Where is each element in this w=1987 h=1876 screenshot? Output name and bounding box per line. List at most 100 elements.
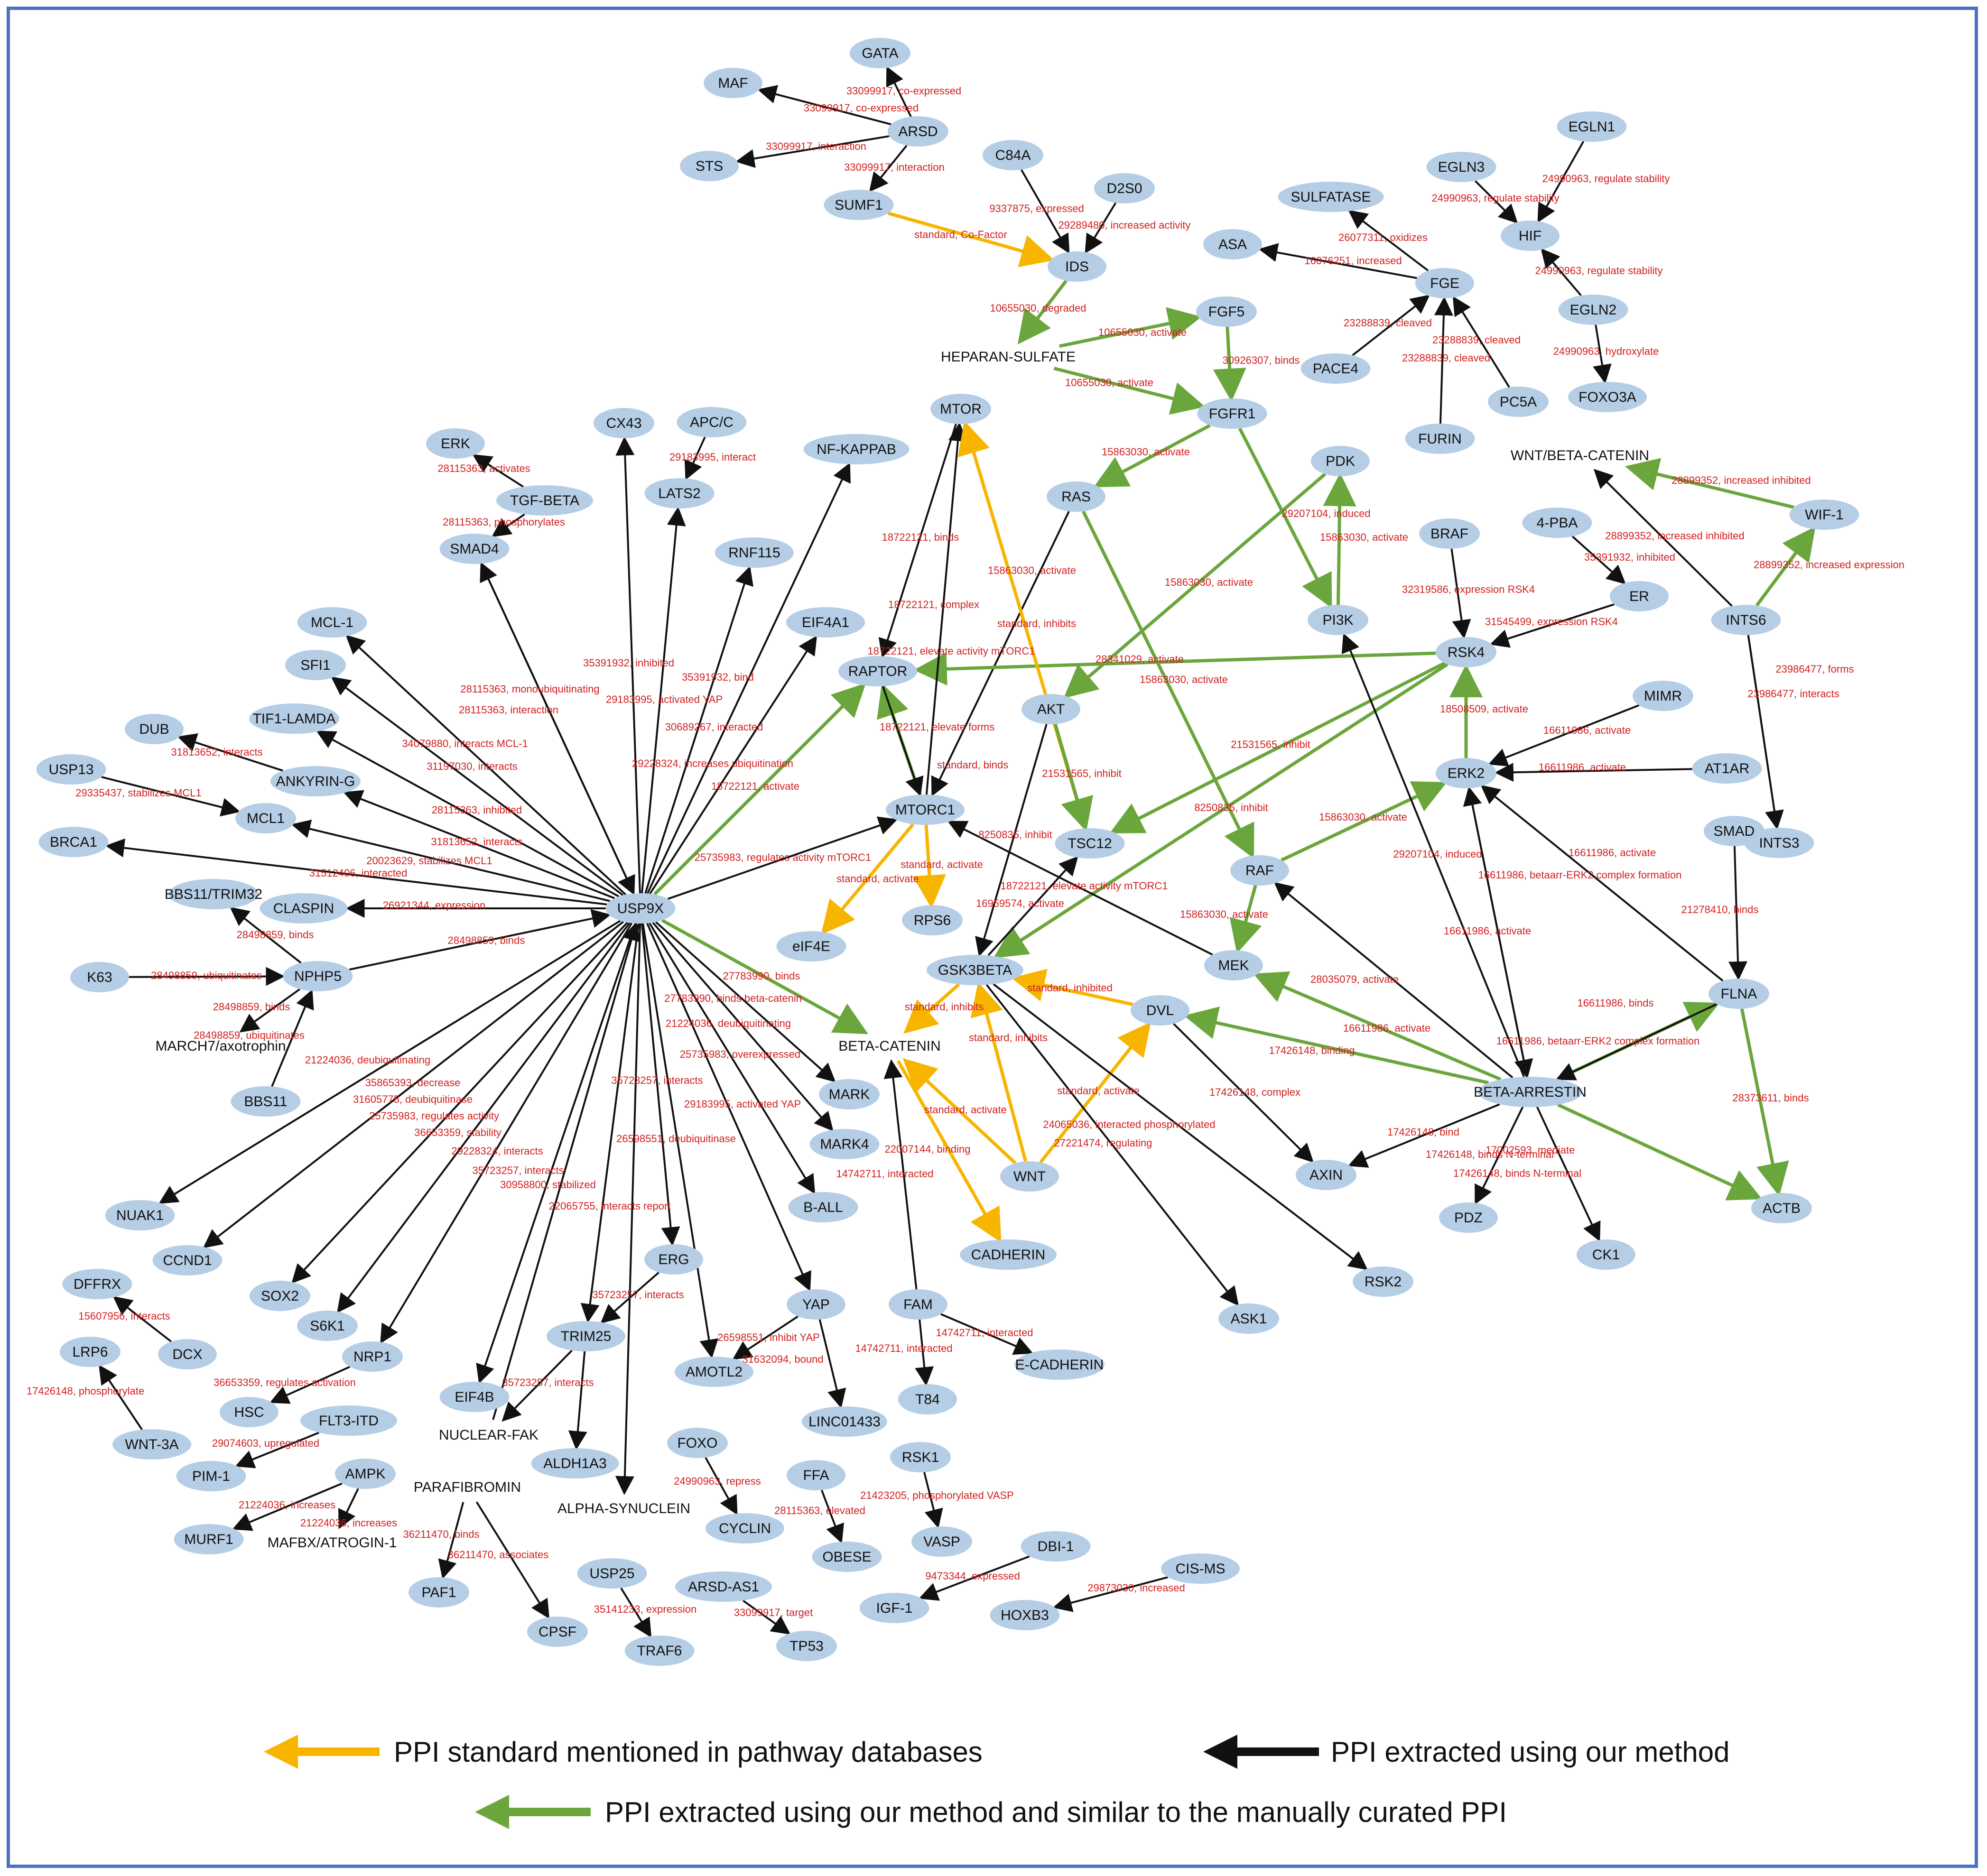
node-smad4[interactable]: SMAD4 (439, 534, 510, 564)
node-t84[interactable]: T84 (898, 1384, 957, 1414)
node-at1ar[interactable]: AT1AR (1692, 753, 1762, 784)
node-march7[interactable]: MARCH7/axotrophin (155, 1038, 286, 1054)
node-fgf5[interactable]: FGF5 (1196, 296, 1257, 327)
node-linc[interactable]: LINC01433 (802, 1406, 887, 1437)
node-cyclin[interactable]: CYCLIN (706, 1513, 784, 1543)
node-aldh1a3[interactable]: ALDH1A3 (531, 1448, 619, 1479)
node-mafbx[interactable]: MAFBX/ATROGIN-1 (268, 1535, 397, 1551)
node-obese[interactable]: OBESE (812, 1542, 882, 1572)
node-bbs11t[interactable]: BBS11/TRIM32 (165, 879, 262, 909)
node-sox2[interactable]: SOX2 (250, 1281, 310, 1311)
node-rsk2[interactable]: RSK2 (1353, 1266, 1413, 1297)
node-flna[interactable]: FLNA (1708, 979, 1769, 1009)
node-cadherin[interactable]: CADHERIN (960, 1239, 1057, 1270)
node-dbi1[interactable]: DBI-1 (1021, 1531, 1091, 1562)
node-furin[interactable]: FURIN (1405, 424, 1475, 454)
node-mtor[interactable]: MTOR (930, 394, 991, 424)
node-axin[interactable]: AXIN (1296, 1160, 1356, 1190)
node-dcx[interactable]: DCX (158, 1339, 217, 1369)
node-ids[interactable]: IDS (1048, 251, 1106, 282)
node-erk[interactable]: ERK (426, 428, 485, 459)
node-eif4b[interactable]: EIF4B (439, 1382, 510, 1412)
node-vasp[interactable]: VASP (911, 1526, 972, 1557)
node-er[interactable]: ER (1610, 581, 1669, 611)
node-pba4[interactable]: 4-PBA (1522, 508, 1592, 538)
node-wnt3a[interactable]: WNT-3A (112, 1429, 191, 1460)
node-egln2[interactable]: EGLN2 (1558, 295, 1628, 325)
node-usp13[interactable]: USP13 (36, 754, 106, 785)
node-nfkappab[interactable]: NF-KAPPAB (803, 434, 910, 464)
node-hsc[interactable]: HSC (220, 1397, 279, 1427)
node-hoxb3[interactable]: HOXB3 (990, 1600, 1060, 1630)
node-nucfak[interactable]: NUCLEAR-FAK (439, 1427, 539, 1443)
node-smad[interactable]: SMAD (1704, 816, 1764, 846)
node-ask1[interactable]: ASK1 (1218, 1303, 1279, 1334)
node-ints6[interactable]: INTS6 (1711, 605, 1781, 635)
node-rsk1[interactable]: RSK1 (890, 1442, 951, 1472)
node-paf1[interactable]: PAF1 (409, 1577, 469, 1608)
node-rsk4[interactable]: RSK4 (1436, 637, 1496, 667)
node-hif[interactable]: HIF (1501, 221, 1560, 251)
node-pdk[interactable]: PDK (1311, 446, 1370, 476)
node-mark[interactable]: MARK (819, 1079, 880, 1109)
node-murf1[interactable]: MURF1 (174, 1524, 244, 1554)
node-mimr[interactable]: MIMR (1633, 681, 1693, 711)
node-pi3k[interactable]: PI3K (1308, 605, 1368, 635)
node-erg[interactable]: ERG (644, 1244, 703, 1275)
node-mek[interactable]: MEK (1204, 950, 1263, 980)
node-pace4[interactable]: PACE4 (1300, 353, 1371, 384)
node-sulfatase[interactable]: SULFATASE (1278, 182, 1384, 212)
node-mark4[interactable]: MARK4 (809, 1129, 880, 1159)
node-nphp5[interactable]: NPHP5 (283, 961, 353, 991)
node-k63[interactable]: K63 (70, 962, 129, 992)
node-parafib[interactable]: PARAFIBROMIN (414, 1479, 521, 1495)
node-nrp1[interactable]: NRP1 (342, 1341, 403, 1372)
node-mcl1a[interactable]: MCL-1 (297, 607, 367, 638)
node-pdz[interactable]: PDZ (1439, 1202, 1498, 1233)
node-lats2[interactable]: LATS2 (644, 478, 715, 508)
node-mcl1[interactable]: MCL1 (235, 803, 296, 833)
node-foxo3a[interactable]: FOXO3A (1568, 382, 1647, 412)
node-usp25[interactable]: USP25 (577, 1558, 647, 1589)
node-maf[interactable]: MAF (704, 68, 762, 98)
node-rps6[interactable]: RPS6 (902, 905, 963, 935)
node-igf1[interactable]: IGF-1 (859, 1593, 929, 1623)
node-heparan[interactable]: HEPARAN-SULFATE (941, 349, 1076, 365)
node-trim25[interactable]: TRIM25 (547, 1321, 625, 1351)
node-braf[interactable]: BRAF (1419, 518, 1480, 549)
node-ras[interactable]: RAS (1047, 481, 1105, 512)
node-fge[interactable]: FGE (1415, 268, 1474, 298)
node-raf[interactable]: RAF (1230, 855, 1289, 886)
node-ball[interactable]: B-ALL (788, 1192, 858, 1222)
node-ck1[interactable]: CK1 (1577, 1239, 1635, 1270)
node-dvl[interactable]: DVL (1131, 995, 1189, 1026)
node-sts[interactable]: STS (680, 151, 739, 181)
node-wnt[interactable]: WNT (1000, 1161, 1059, 1192)
node-ccnd1[interactable]: CCND1 (152, 1245, 223, 1275)
node-dub[interactable]: DUB (125, 714, 184, 744)
node-ampk[interactable]: AMPK (335, 1459, 396, 1489)
node-pc5a[interactable]: PC5A (1488, 387, 1549, 417)
node-asyn[interactable]: ALPHA-SYNUCLEIN (557, 1501, 690, 1516)
node-bbs11[interactable]: BBS11 (231, 1086, 301, 1117)
node-dffrx[interactable]: DFFRX (62, 1269, 132, 1299)
node-arsdas1[interactable]: ARSD-AS1 (675, 1571, 772, 1602)
node-tsc12[interactable]: TSC12 (1055, 828, 1125, 859)
node-erk2[interactable]: ERK2 (1436, 758, 1496, 788)
node-asa[interactable]: ASA (1203, 229, 1262, 259)
node-gata[interactable]: GATA (850, 38, 910, 68)
node-flt3[interactable]: FLT3-ITD (300, 1405, 397, 1436)
node-traf6[interactable]: TRAF6 (624, 1636, 695, 1666)
node-s6k1[interactable]: S6K1 (297, 1311, 358, 1341)
node-ffa[interactable]: FFA (787, 1460, 845, 1490)
node-foxo[interactable]: FOXO (667, 1428, 728, 1458)
node-arsd[interactable]: ARSD (888, 116, 948, 147)
node-cpsf[interactable]: CPSF (527, 1617, 588, 1647)
node-wntbc[interactable]: WNT/BETA-CATENIN (1511, 448, 1649, 463)
node-sumf1[interactable]: SUMF1 (824, 190, 894, 220)
node-fgfr1[interactable]: FGFR1 (1197, 398, 1267, 429)
node-tp53[interactable]: TP53 (776, 1631, 837, 1661)
node-apcc[interactable]: APC/C (677, 407, 747, 437)
node-sfi1[interactable]: SFI1 (285, 650, 346, 680)
node-nuak1[interactable]: NUAK1 (105, 1200, 175, 1230)
